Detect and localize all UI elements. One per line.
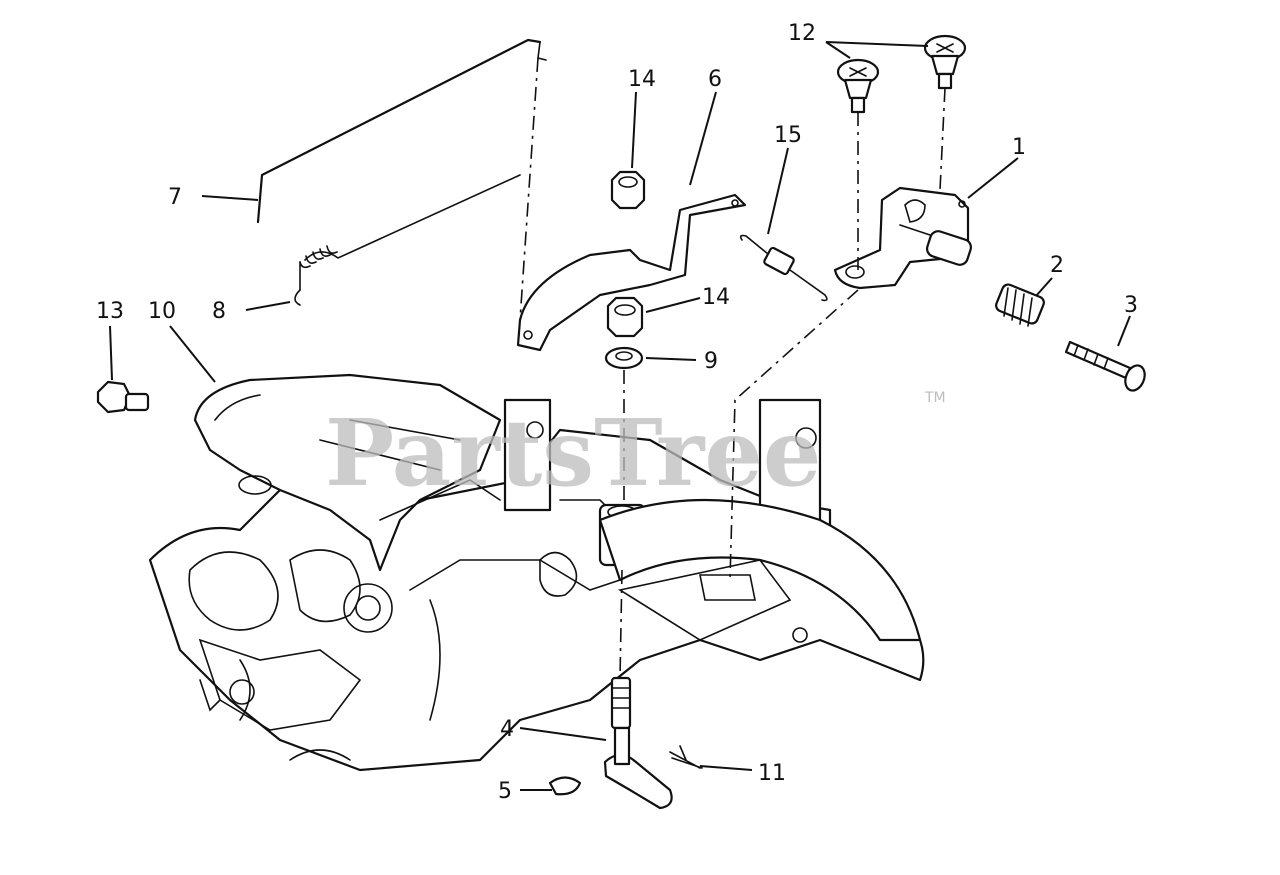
shaft-4 <box>603 676 673 810</box>
callout-8: 8 <box>212 299 226 324</box>
callout-15: 15 <box>774 123 802 148</box>
screw-12-left <box>836 58 880 114</box>
clip-5 <box>548 776 582 796</box>
bracket-1 <box>833 186 973 290</box>
spring-8 <box>294 174 521 306</box>
leader-lines <box>109 41 1131 791</box>
nut-14-lower <box>606 296 644 338</box>
bolt-13 <box>96 380 150 414</box>
rod-7 <box>256 38 547 224</box>
watermark-text: PartsTree <box>325 399 821 507</box>
spring-2 <box>995 283 1045 327</box>
callout-10: 10 <box>148 299 176 324</box>
callout-2: 2 <box>1050 253 1064 278</box>
callout-6: 6 <box>708 67 722 92</box>
callout-14-upper: 14 <box>628 67 656 92</box>
callout-13: 13 <box>96 299 124 324</box>
washer-9 <box>604 346 644 370</box>
assembly-lines <box>519 57 946 679</box>
callout-7: 7 <box>168 185 182 210</box>
watermark-trademark: TM <box>924 390 946 406</box>
callout-9: 9 <box>704 349 718 374</box>
cover-plate-10 <box>193 373 502 572</box>
callout-5: 5 <box>498 779 512 804</box>
callout-1: 1 <box>1012 135 1026 160</box>
spring-15 <box>739 234 828 302</box>
callout-14-lower: 14 <box>702 285 730 310</box>
lever-6 <box>516 193 747 352</box>
screw-3 <box>1064 340 1146 392</box>
pin-11 <box>669 745 703 769</box>
callout-4: 4 <box>500 717 514 742</box>
callout-12: 12 <box>788 21 816 46</box>
nut-14-upper <box>610 170 646 210</box>
callout-11: 11 <box>758 761 786 786</box>
screw-12-right <box>923 34 967 90</box>
watermark: PartsTree TM <box>325 390 946 507</box>
callout-3: 3 <box>1124 293 1138 318</box>
callout-labels: 1 2 3 4 5 6 7 8 9 10 11 12 13 14 14 15 <box>96 21 1138 804</box>
